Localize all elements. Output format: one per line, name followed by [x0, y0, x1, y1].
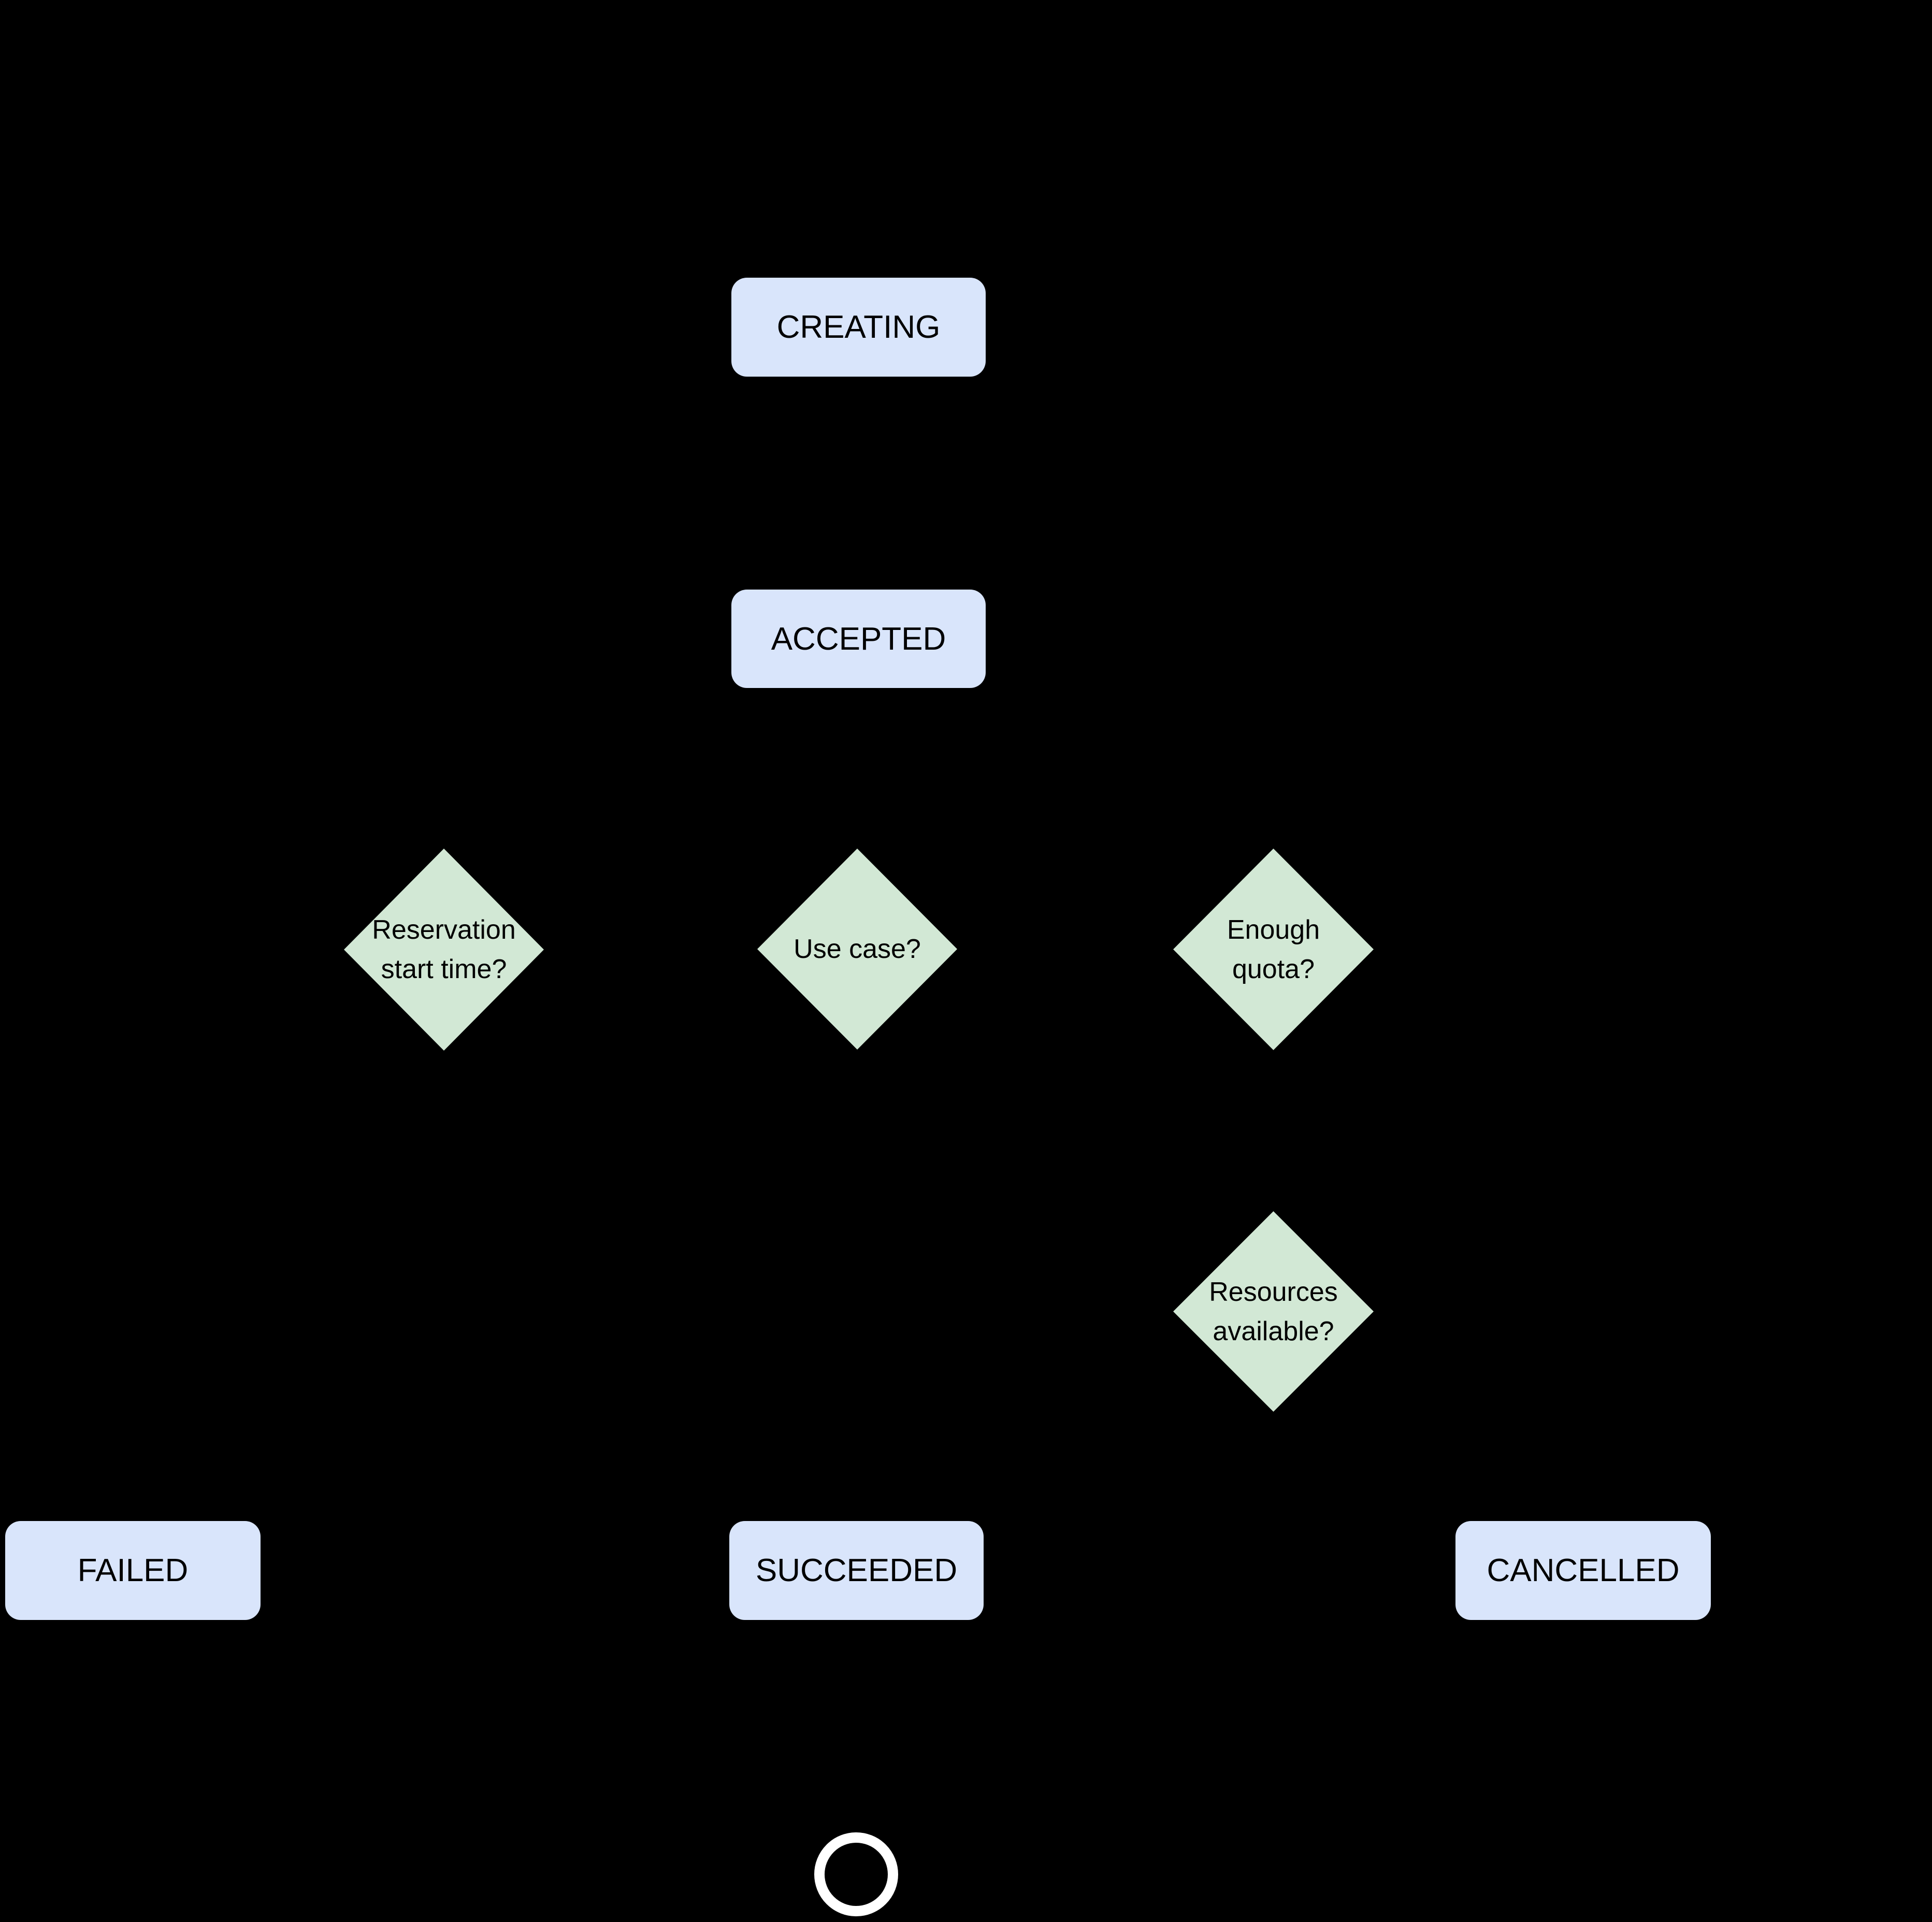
decision-reservation-start-time: Reservation start time?	[344, 849, 544, 1051]
label-line: available?	[1213, 1316, 1334, 1346]
label-line: Enough	[1227, 914, 1320, 945]
label-line: Use case?	[794, 934, 921, 964]
label-line: Reservation	[372, 915, 516, 945]
state-cancelled: CANCELLED	[1455, 1521, 1711, 1620]
state-cancelled-label: CANCELLED	[1487, 1553, 1680, 1588]
label-line: start time?	[381, 954, 507, 984]
end-node-icon	[814, 1832, 898, 1916]
decision-resources-available-label: Resources available?	[1209, 1272, 1338, 1351]
decision-reservation-start-time-label: Reservation start time?	[372, 910, 515, 989]
decision-resources-available: Resources available?	[1173, 1211, 1374, 1412]
state-accepted: ACCEPTED	[731, 590, 986, 688]
state-failed-label: FAILED	[77, 1553, 189, 1588]
decision-enough-quota-label: Enough quota?	[1227, 910, 1320, 989]
state-creating-label: CREATING	[776, 309, 941, 345]
label-line: Resources	[1209, 1276, 1338, 1307]
decision-use-case: Use case?	[757, 849, 957, 1050]
decision-use-case-label: Use case?	[794, 929, 921, 969]
state-failed: FAILED	[5, 1521, 261, 1620]
state-creating: CREATING	[731, 278, 986, 377]
state-succeeded: SUCCEEDED	[729, 1521, 984, 1620]
label-line: quota?	[1232, 954, 1315, 984]
decision-enough-quota: Enough quota?	[1173, 849, 1374, 1050]
state-succeeded-label: SUCCEEDED	[755, 1553, 958, 1588]
state-accepted-label: ACCEPTED	[771, 621, 946, 657]
